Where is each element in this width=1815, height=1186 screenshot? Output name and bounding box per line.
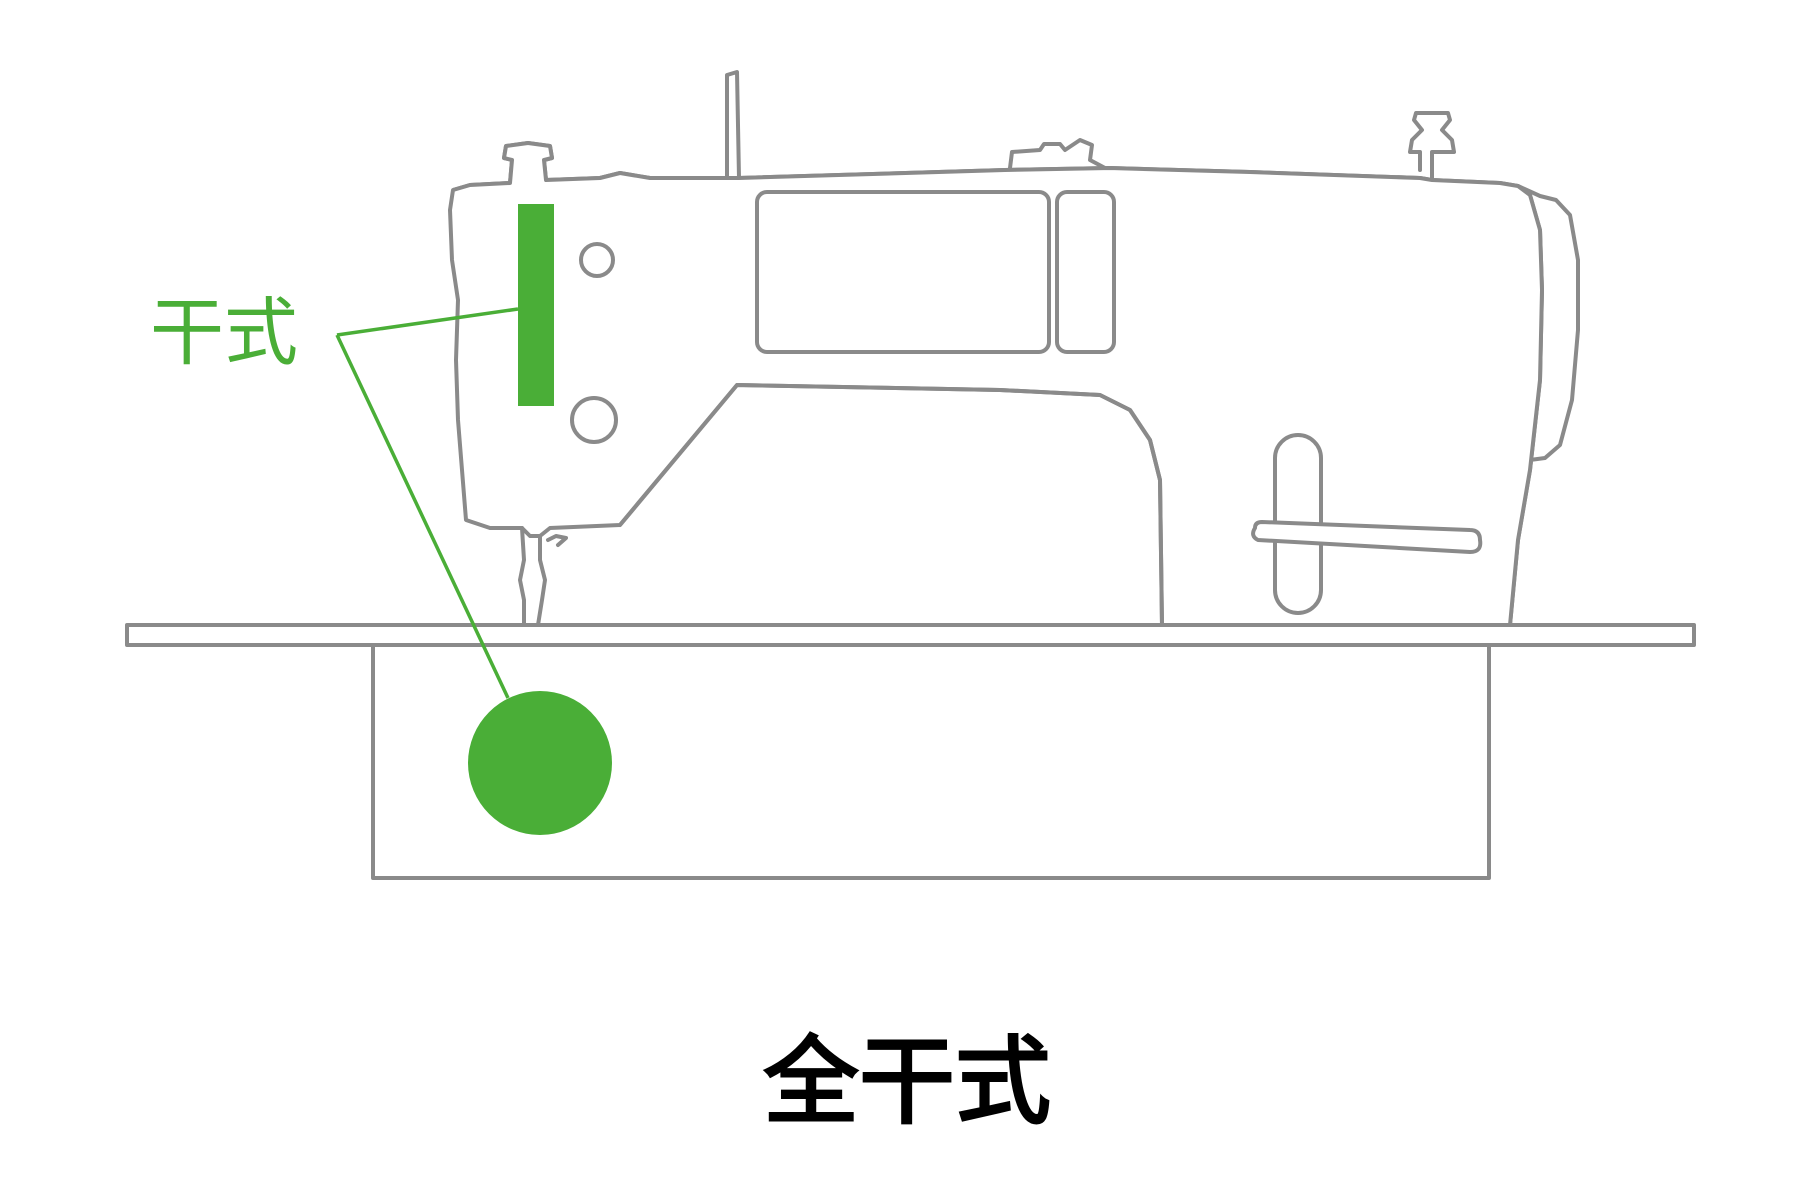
top-bumps [1008, 138, 1107, 170]
needle-bar [518, 526, 568, 627]
machine-arm [448, 141, 1544, 627]
dry-zone-marker-bar [518, 204, 554, 406]
front-panel-side-window [1055, 190, 1116, 354]
tabletop [125, 623, 1696, 647]
callout-leader-to-bar [336, 307, 519, 337]
faceplate-screw-top [579, 242, 615, 278]
top-right-knob [1408, 111, 1456, 182]
front-panel-window [755, 190, 1051, 354]
lever-handle-horizontal [1251, 520, 1483, 554]
faceplate-screw-bottom [570, 396, 618, 444]
throat-curve [618, 383, 1164, 627]
thread-guide-post [725, 70, 741, 180]
callout-leader-to-circle [335, 334, 510, 699]
callout-label: 干式 [150, 290, 298, 376]
diagram-caption: 全干式 [762, 1026, 1051, 1138]
dry-zone-marker-circle [468, 691, 612, 835]
